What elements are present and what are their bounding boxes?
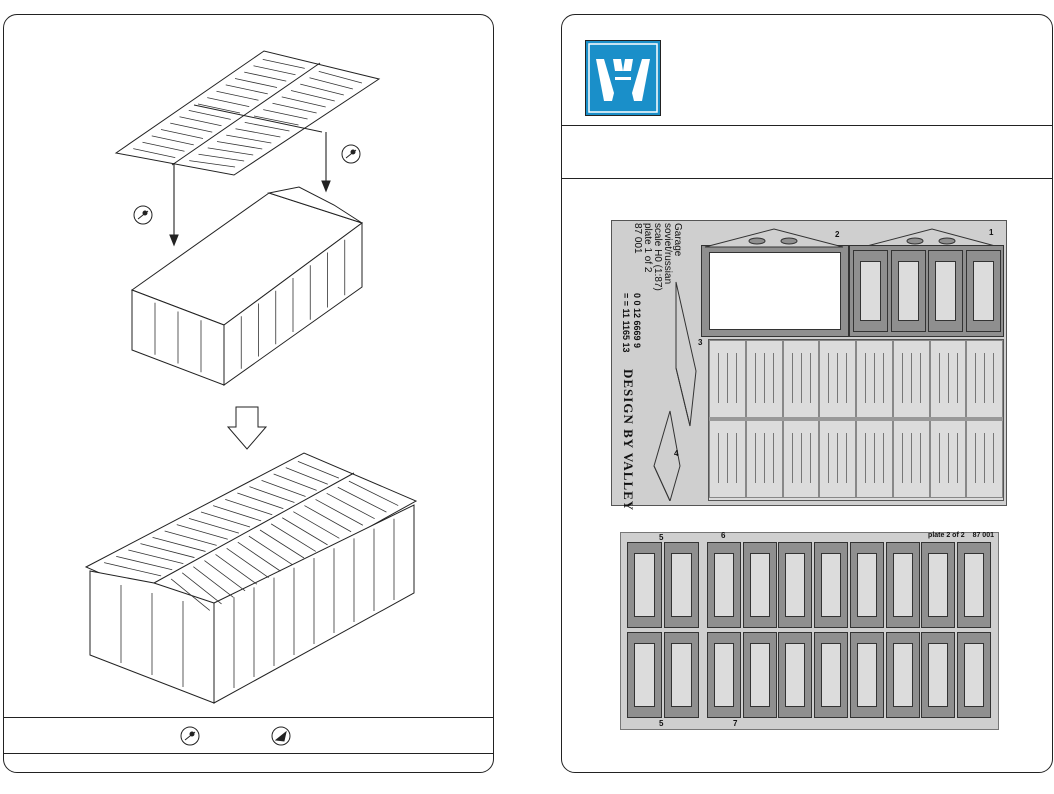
door-panel — [627, 632, 662, 718]
roof-sheet-cell — [892, 340, 930, 418]
assembly-diagram — [84, 50, 418, 704]
door-panel — [742, 632, 777, 718]
roof-trusses — [653, 281, 697, 501]
paint-icon — [271, 726, 291, 746]
glue-icon — [133, 205, 153, 225]
door-panel — [849, 632, 884, 718]
header-divider-top — [562, 125, 1052, 126]
plate-caption: plate 2 of 2 87 001 — [928, 532, 994, 539]
roof-sheet-cell — [819, 420, 856, 498]
etched-fret-plate-1: Garage soviet/russian scale H0 (1:87) pl… — [611, 220, 1007, 511]
door-panel — [921, 542, 956, 628]
door-panel — [890, 250, 926, 332]
glue-icon — [180, 726, 200, 746]
fret-code-line: 0 0 12 6669 9 — [632, 293, 642, 349]
door-panel — [956, 632, 991, 718]
roof-sheet-cell — [709, 340, 746, 418]
door-panel — [965, 250, 1001, 332]
part-number-label: 3 — [698, 338, 703, 347]
roof-part-drawing — [114, 50, 381, 176]
brand-logo — [585, 40, 661, 116]
assembly-instructions-panel — [3, 14, 494, 773]
door-panel — [885, 542, 920, 628]
fret-codes: 0 0 12 6669 9 = = 11 1165 13 — [620, 293, 642, 353]
down-arrow-icon — [226, 406, 268, 450]
roof-sheet-cell — [745, 340, 783, 418]
part-number-label: 2 — [835, 230, 840, 239]
roof-sheet-cell — [856, 420, 893, 498]
roof-sheet-cell — [745, 420, 783, 498]
door-panel — [707, 632, 741, 718]
plate-code: 87 001 — [972, 532, 994, 539]
fret-title-line: 87 001 — [632, 223, 643, 254]
door-panel — [885, 632, 920, 718]
roof-sheet-cell — [782, 340, 820, 418]
door-panel — [742, 542, 777, 628]
paint-icon — [341, 144, 361, 164]
roof-sheet-cell — [709, 420, 746, 498]
part-6-7-door-set — [707, 542, 993, 720]
legend-row — [4, 721, 493, 751]
door-panel — [778, 632, 813, 718]
part-number-label: 5 — [659, 719, 664, 728]
door-panel — [814, 632, 849, 718]
roof-sheet-cell — [892, 420, 930, 498]
roof-sheet-cell — [966, 420, 1003, 498]
gable-tops — [704, 228, 1000, 248]
part-number-label: 5 — [659, 533, 664, 542]
part-number-label: 4 — [674, 449, 679, 458]
door-panel — [853, 250, 888, 332]
door-panel — [627, 542, 662, 628]
door-panel — [664, 542, 699, 628]
door-panel — [928, 250, 963, 332]
legend-divider-bottom — [4, 753, 493, 754]
part-1-door-set — [849, 245, 1004, 337]
part-5-door-set — [627, 542, 701, 720]
roof-sheet-cell — [966, 340, 1003, 418]
vm-logo-icon — [588, 43, 658, 113]
parts-panel: Garage soviet/russian scale H0 (1:87) pl… — [561, 14, 1053, 773]
door-panel — [707, 542, 741, 628]
roof-sheet-cell — [856, 340, 893, 418]
roof-sheet-cell — [929, 420, 967, 498]
door-panel — [921, 632, 956, 718]
roof-sheet-cell — [929, 340, 967, 418]
part-number-label: 7 — [733, 719, 738, 728]
fret-code-line: = = 11 1165 13 — [621, 293, 631, 353]
door-panel — [956, 542, 991, 628]
part-number-label: 6 — [721, 531, 726, 540]
door-panel — [778, 542, 813, 628]
door-panel — [664, 632, 699, 718]
assembled-garage-drawing — [84, 452, 418, 704]
roof-sheet-cell — [782, 420, 820, 498]
part-2-opening — [709, 252, 841, 330]
etched-fret-plate-2: 5 6 5 7 plate 2 of 2 87 001 — [620, 531, 999, 730]
brand-signature: DESIGN BY VALLEY — [621, 369, 636, 512]
assembly-arrows — [169, 132, 331, 247]
part-2-gable-frame — [701, 245, 849, 337]
roof-panel-sheet — [708, 339, 1004, 501]
header-divider-bottom — [562, 178, 1052, 179]
roof-sheet-cell — [819, 340, 856, 418]
plate-label: plate 2 of 2 — [928, 532, 965, 539]
door-panel — [849, 542, 884, 628]
legend-divider-top — [4, 717, 493, 718]
part-number-label: 1 — [989, 228, 994, 237]
door-panel — [814, 542, 849, 628]
